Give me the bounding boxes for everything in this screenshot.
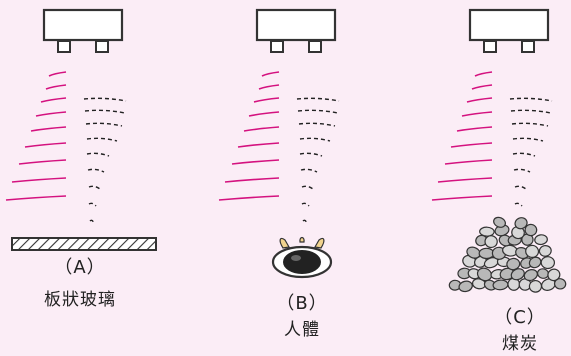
emitted-wave-arc <box>461 111 493 117</box>
emitted-wave-arc <box>466 97 493 103</box>
reflected-wave-arc <box>301 185 314 190</box>
emitted-wave-arc <box>243 126 280 132</box>
coal-lump <box>458 280 473 293</box>
coal-lump <box>528 256 542 269</box>
emitted-wave-arc <box>437 177 493 183</box>
emitted-wave-arc <box>450 142 493 148</box>
sound-waves-c <box>431 71 553 224</box>
reflected-wave-arc <box>297 109 339 114</box>
panel-b <box>218 8 340 279</box>
reflected-wave-arc <box>510 109 552 114</box>
reflected-wave-arc <box>299 137 331 142</box>
emitted-wave-arc <box>237 142 280 148</box>
reflected-wave-arc <box>514 202 523 207</box>
reflected-wave-arc <box>514 185 527 190</box>
reflected-wave-arc <box>511 122 549 127</box>
emitted-wave-arc <box>431 195 493 201</box>
coal-lump <box>506 257 521 271</box>
emitted-wave-arc <box>253 97 280 103</box>
person-top-view <box>271 236 333 279</box>
label-b-letter: （B） <box>276 293 328 314</box>
emitted-wave-arc <box>224 177 280 183</box>
emitted-wave-arc <box>11 177 67 183</box>
glass-plate <box>11 237 157 251</box>
coal-lump <box>484 235 498 249</box>
coal-lump <box>540 256 556 270</box>
emitted-wave-arc <box>258 84 280 90</box>
emitted-wave-arc <box>18 159 67 165</box>
label-a-letter: （A） <box>54 257 106 278</box>
emitted-wave-arc <box>45 84 67 90</box>
emitted-wave-arc <box>5 195 67 201</box>
coal-lump <box>479 226 495 237</box>
coal-lump <box>525 244 540 258</box>
label-c-name: 煤炭 <box>502 334 538 354</box>
reflected-wave-arc <box>300 168 318 173</box>
label-b-name: 人體 <box>284 320 320 340</box>
sensor-b <box>255 8 337 53</box>
reflected-wave-arc <box>83 97 127 102</box>
reflected-wave-arc <box>87 168 105 173</box>
coal-pile <box>448 216 567 293</box>
sound-waves-b <box>218 71 340 224</box>
sensor-a <box>42 8 124 53</box>
emitted-wave-arc <box>261 71 280 77</box>
coal-lump <box>553 278 567 290</box>
reflected-wave-arc <box>88 202 97 207</box>
emitted-wave-arc <box>24 142 67 148</box>
coal-lump <box>547 268 561 282</box>
emitted-wave-arc <box>30 126 67 132</box>
emitted-wave-arc <box>456 126 493 132</box>
sensor-c <box>468 8 550 53</box>
reflected-wave-arc <box>512 152 536 157</box>
panel-c <box>431 8 567 293</box>
sound-waves-a <box>5 71 127 224</box>
coal-lump <box>538 244 552 257</box>
coal-lump <box>476 267 493 282</box>
reflected-wave-arc <box>84 109 126 114</box>
reflected-wave-arc <box>296 97 340 102</box>
reflected-wave-arc <box>85 122 123 127</box>
reflected-wave-arc <box>512 137 544 142</box>
coal-lump <box>478 247 495 260</box>
label-c-letter: （C） <box>494 307 546 328</box>
reflected-wave-arc <box>86 137 118 142</box>
panel-a <box>5 8 157 251</box>
emitted-wave-arc <box>444 159 493 165</box>
emitted-wave-arc <box>218 195 280 201</box>
reflected-wave-arc <box>299 152 323 157</box>
emitted-wave-arc <box>35 111 67 117</box>
reflected-wave-arc <box>298 122 336 127</box>
emitted-wave-arc <box>40 97 67 103</box>
coal-lump <box>492 279 509 291</box>
coal-lump <box>514 217 528 230</box>
emitted-wave-arc <box>248 111 280 117</box>
reflected-wave-arc <box>301 202 310 207</box>
coal-lump <box>493 216 507 228</box>
reflected-wave-arc <box>89 219 95 224</box>
emitted-wave-arc <box>471 84 493 90</box>
emitted-wave-arc <box>231 159 280 165</box>
emitted-wave-arc <box>474 71 493 77</box>
coal-lump <box>528 279 543 293</box>
reflected-wave-arc <box>509 97 553 102</box>
label-a-name: 板狀玻璃 <box>44 290 116 310</box>
reflected-wave-arc <box>86 152 110 157</box>
reflected-wave-arc <box>88 185 101 190</box>
coal-lump <box>524 223 538 237</box>
emitted-wave-arc <box>48 71 67 77</box>
coal-lump <box>534 234 548 246</box>
reflected-wave-arc <box>302 219 308 224</box>
reflected-wave-arc <box>513 168 531 173</box>
